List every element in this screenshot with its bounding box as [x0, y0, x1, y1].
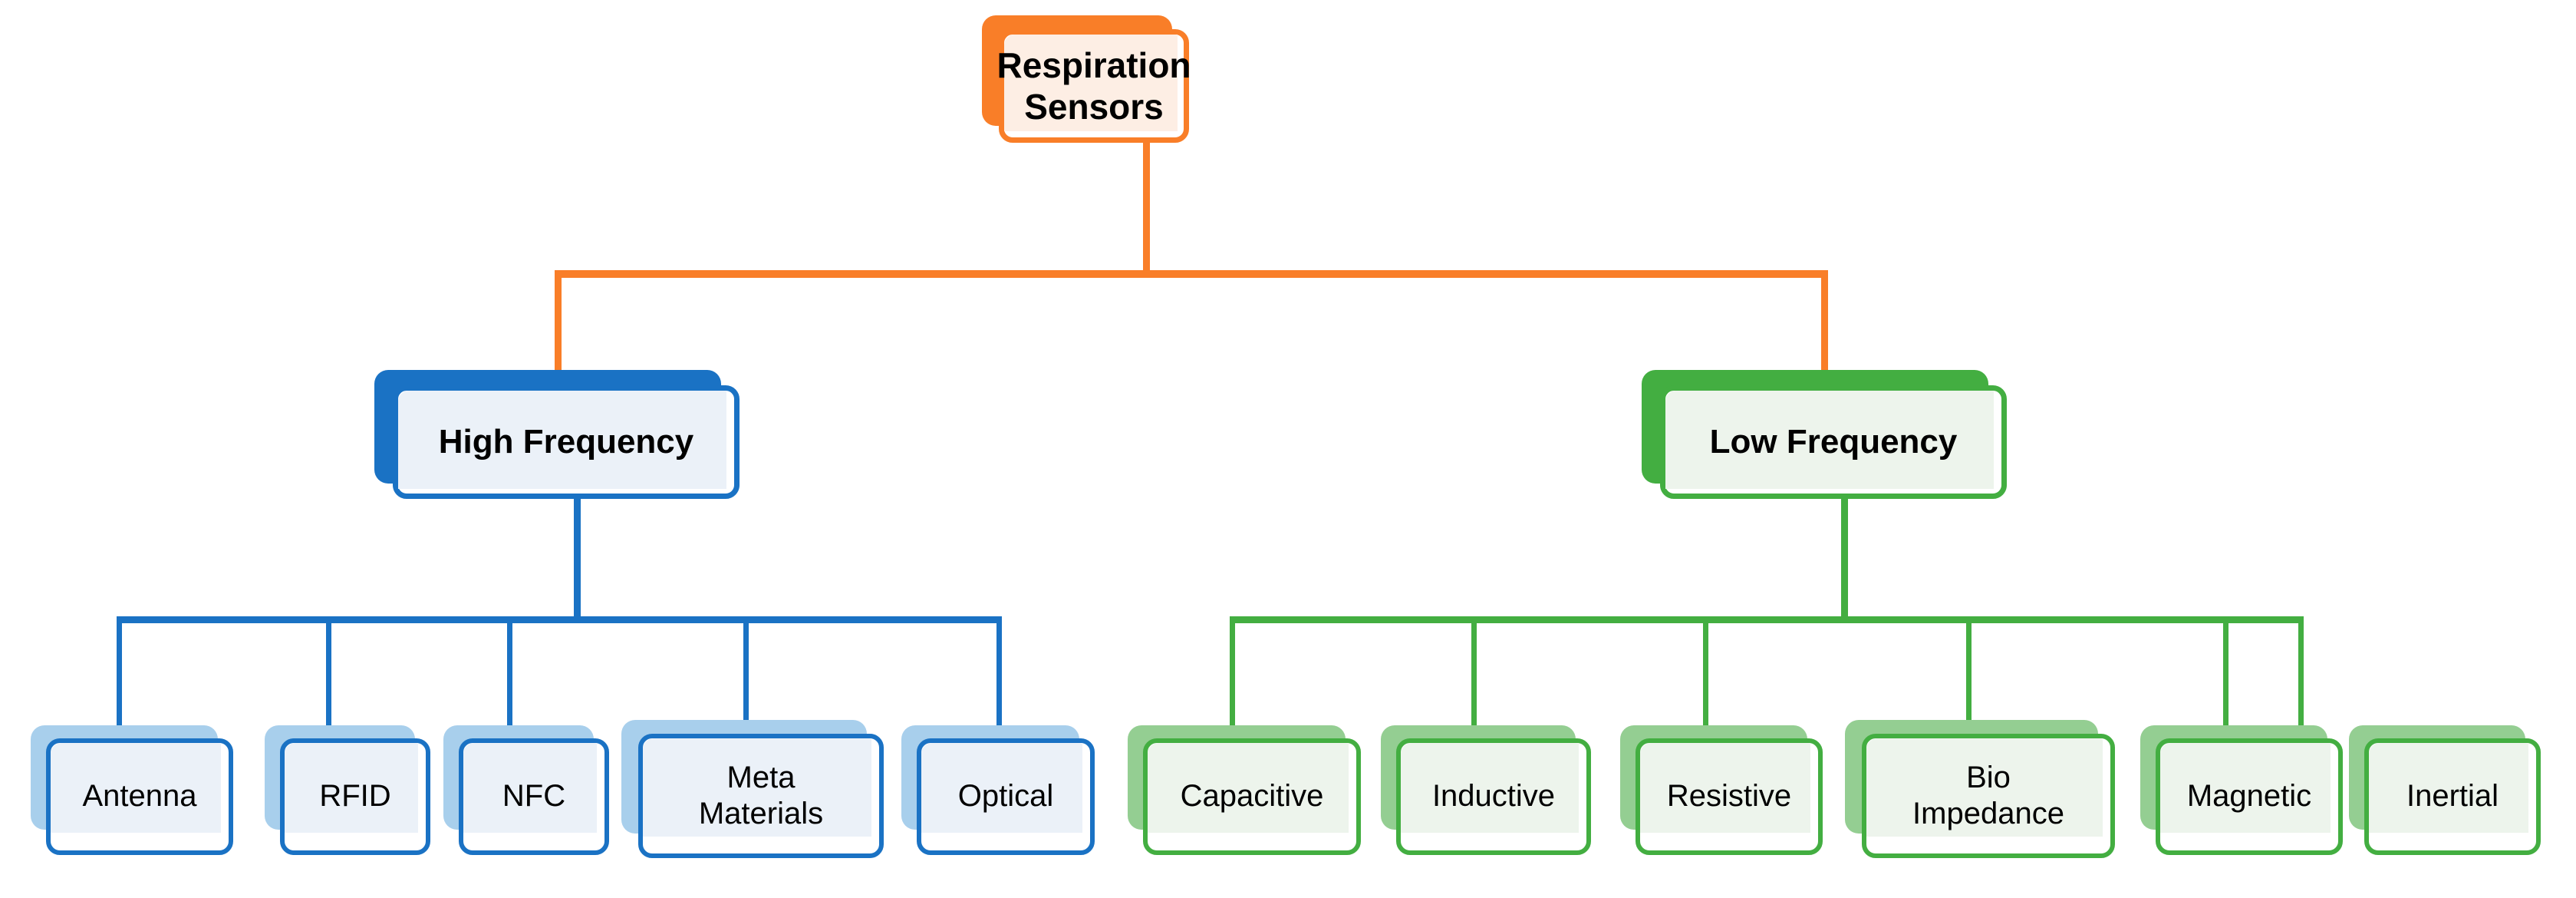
connector-low-frequency-horizontal-bar — [1230, 616, 2304, 623]
node-rfid[interactable]: RFID — [265, 725, 449, 879]
node-optical[interactable]: Optical — [901, 725, 1116, 879]
connector-root-to-high-frequency — [555, 270, 562, 370]
connector-low-frequency-to-magnetic — [2223, 616, 2228, 735]
node-card: Inertial — [2364, 738, 2541, 855]
node-label: High Frequency — [438, 423, 694, 461]
node-card: RFID — [280, 738, 430, 855]
connector-high-frequency-to-rfid — [326, 616, 331, 735]
node-high-frequency[interactable]: High Frequency — [374, 370, 773, 523]
node-card: Respiration Sensors — [996, 29, 1191, 143]
connector-low-frequency-to-resistive — [1703, 616, 1708, 735]
node-magnetic[interactable]: Magnetic — [2140, 725, 2363, 879]
node-card: Meta Materials — [638, 734, 884, 858]
node-inertial[interactable]: Inertial — [2349, 725, 2564, 879]
node-label: Inductive — [1431, 779, 1556, 814]
node-bio-impedance[interactable]: Bio Impedance — [1845, 720, 2144, 881]
connector-high-frequency-to-nfc — [507, 616, 512, 735]
node-meta-materials[interactable]: Meta Materials — [621, 720, 913, 881]
node-card: Capacitive — [1143, 738, 1361, 855]
node-label: Low Frequency — [1709, 423, 1958, 461]
node-label: Meta Materials — [698, 760, 824, 830]
connector-low-frequency-to-inductive — [1471, 616, 1477, 735]
node-label: Antenna — [82, 779, 197, 814]
node-label: Capacitive — [1180, 779, 1324, 814]
node-card: Optical — [917, 738, 1095, 855]
connector-root-stem — [1143, 74, 1150, 275]
node-label: Resistive — [1666, 779, 1792, 814]
node-respiration-sensors[interactable]: Respiration Sensors — [982, 15, 1212, 161]
node-resistive[interactable]: Resistive — [1620, 725, 1843, 879]
connector-high-frequency-stem — [574, 499, 581, 622]
connector-root-to-low-frequency — [1821, 270, 1828, 370]
connector-root-horizontal-bar — [555, 270, 1828, 278]
node-card: Inductive — [1396, 738, 1591, 855]
connector-low-frequency-to-inertial — [2298, 616, 2304, 735]
node-card: Antenna — [46, 738, 233, 855]
node-label: Optical — [957, 779, 1054, 814]
node-label: Respiration Sensors — [996, 45, 1191, 127]
node-inductive[interactable]: Inductive — [1381, 725, 1611, 879]
node-card: Magnetic — [2156, 738, 2343, 855]
node-label: RFID — [319, 779, 391, 814]
connector-low-frequency-to-bio-impedance — [1966, 616, 1972, 735]
node-label: Magnetic — [2186, 779, 2312, 814]
node-card: Bio Impedance — [1862, 734, 2115, 858]
node-label: Bio Impedance — [1912, 760, 2064, 830]
node-card: NFC — [459, 738, 609, 855]
node-label: NFC — [502, 779, 566, 814]
node-label: Inertial — [2406, 779, 2499, 814]
node-card: High Frequency — [393, 385, 740, 499]
node-nfc[interactable]: NFC — [443, 725, 628, 879]
node-card: Resistive — [1636, 738, 1823, 855]
connector-high-frequency-to-meta-materials — [743, 616, 749, 735]
connector-high-frequency-horizontal-bar — [117, 616, 1002, 623]
node-antenna[interactable]: Antenna — [31, 725, 253, 879]
connector-low-frequency-stem — [1841, 499, 1848, 622]
node-card: Low Frequency — [1660, 385, 2007, 499]
connector-low-frequency-to-capacitive — [1230, 616, 1235, 735]
connector-high-frequency-to-antenna — [117, 616, 122, 735]
node-capacitive[interactable]: Capacitive — [1128, 725, 1381, 879]
node-low-frequency[interactable]: Low Frequency — [1642, 370, 2041, 523]
connector-high-frequency-to-optical — [996, 616, 1002, 735]
